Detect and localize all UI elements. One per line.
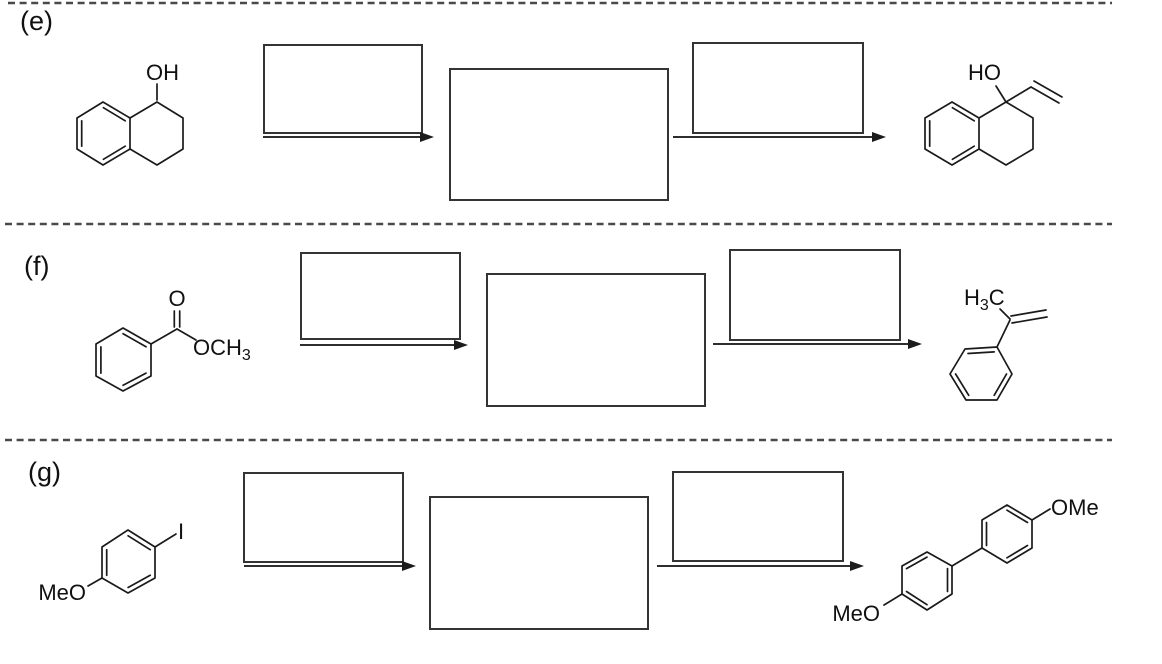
row-e-reagent-box-1[interactable]: [263, 44, 423, 134]
molecule-f-reactant-methyl-benzoate: O OCH3: [95, 286, 251, 392]
row-label-f: (f): [24, 251, 49, 281]
row-label-g: (g): [28, 457, 61, 487]
row-e: (e) OH: [20, 6, 1063, 201]
label-meo: MeO: [832, 601, 880, 626]
ring-carbonyl-bond: [150, 328, 178, 345]
cyclohexane-ring: [978, 101, 1034, 166]
vinyl-bond: [1005, 86, 1032, 103]
row-f-reagent-box-2[interactable]: [729, 249, 901, 341]
row-g-intermediate-box[interactable]: [429, 496, 649, 630]
label-oh: OH: [146, 60, 179, 85]
label-ome: OMe: [1051, 495, 1099, 520]
c-oh-bond: [995, 85, 1007, 103]
benzene-ring: [95, 327, 152, 392]
molecule-g-reactant-4-iodoanisole: I MeO: [38, 519, 184, 605]
row-g-reagent-box-2[interactable]: [672, 471, 844, 562]
row-g-arrow-1: [244, 561, 416, 571]
c-o-bond-upper: [1031, 508, 1051, 521]
molecule-f-product-alpha-methylstyrene: H3C: [949, 285, 1048, 401]
row-g-reagent-box-1[interactable]: [243, 472, 404, 563]
label-ho: HO: [968, 60, 1001, 85]
cyclohexane-ring: [129, 101, 184, 166]
row-f-arrow-2: [713, 339, 922, 349]
molecule-g-product-dimethoxybiphenyl: MeO OMe: [832, 495, 1098, 626]
methyl-bond: [999, 308, 1011, 320]
ring-bond: [996, 319, 1011, 348]
c-i-bond: [154, 533, 177, 548]
benzene-ring: [924, 101, 980, 166]
row-e-arrow-2: [673, 132, 886, 142]
label-h3c: H3C: [964, 285, 1005, 314]
label-i: I: [178, 519, 184, 544]
molecule-e-product-vinyl-tetralol: HO: [924, 60, 1063, 166]
row-g: (g) I MeO: [28, 457, 1099, 630]
label-och3: OCH3: [193, 335, 251, 364]
benzene-ring: [76, 101, 131, 166]
benzene-ring: [949, 346, 1013, 401]
molecule-e-reactant-tetralol: OH: [76, 60, 184, 166]
ester-o-bond: [176, 328, 197, 341]
row-f-arrow-1: [300, 340, 468, 350]
c-c-double-bond: [1010, 309, 1047, 317]
benzene-ring-lower: [901, 551, 953, 611]
row-e-reagent-box-2[interactable]: [692, 42, 864, 134]
label-carbonyl-o: O: [168, 286, 185, 311]
row-f-intermediate-box[interactable]: [486, 273, 706, 407]
benzene-ring-upper: [981, 504, 1033, 564]
c-o-bond-lower: [883, 593, 903, 606]
row-label-e: (e): [20, 6, 53, 36]
c-o-bond: [87, 577, 103, 587]
row-f-reagent-box-1[interactable]: [300, 252, 461, 340]
row-g-arrow-2: [657, 561, 864, 571]
label-meo: MeO: [38, 580, 86, 605]
row-f: (f) O OCH3 H3C: [24, 249, 1048, 407]
row-e-arrow-1: [263, 132, 434, 142]
benzene-ring: [101, 529, 156, 594]
biaryl-bond: [951, 547, 983, 567]
row-e-intermediate-box[interactable]: [449, 68, 669, 201]
